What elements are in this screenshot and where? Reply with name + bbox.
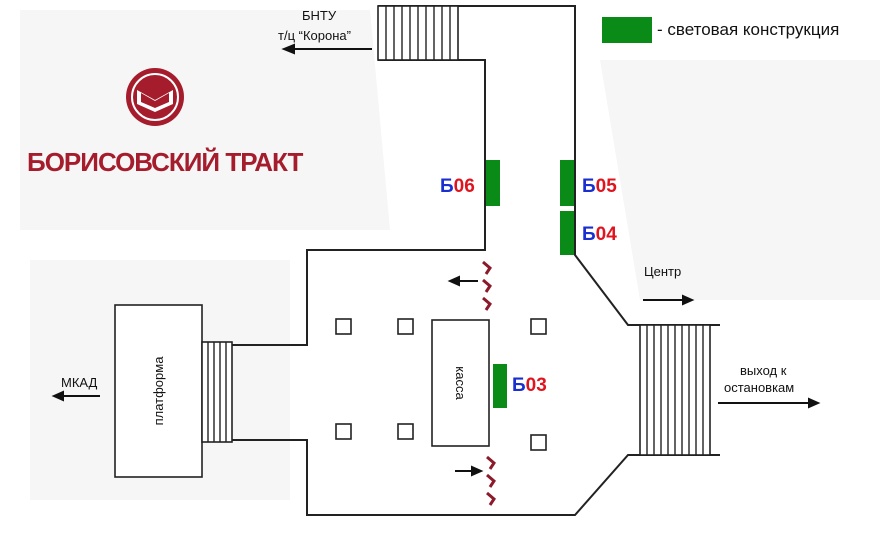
code-b05-number: 05	[596, 176, 618, 197]
code-b03-prefix: Б	[512, 375, 526, 396]
code-b04: Б04	[582, 224, 617, 245]
column	[397, 318, 414, 335]
column	[335, 318, 352, 335]
column	[530, 434, 547, 451]
columns	[335, 318, 547, 451]
code-b03: Б03	[512, 375, 547, 396]
turnstiles-bottom	[486, 455, 496, 506]
mkad-label: МКАД	[61, 375, 98, 390]
light-structure-b06	[486, 160, 500, 206]
code-b03-number: 03	[526, 375, 547, 396]
left-stairs	[201, 341, 233, 443]
kassa-label: касса	[453, 366, 468, 400]
legend-text: - световая конструкция	[657, 20, 839, 39]
bntu-label: БНТУ	[302, 8, 337, 23]
book-in-circle-logo	[126, 68, 184, 126]
kassa-booth	[431, 319, 490, 447]
arrows	[51, 43, 821, 477]
code-b06-number: 06	[454, 176, 475, 197]
light-structure-b03	[493, 364, 507, 408]
code-b06-prefix: Б	[440, 176, 454, 197]
code-b04-number: 04	[596, 224, 618, 245]
exit-label-line2: остановкам	[724, 380, 794, 395]
top-stairs	[377, 5, 459, 61]
column	[335, 423, 352, 440]
code-b04-prefix: Б	[582, 224, 596, 245]
platform-label: платформа	[151, 356, 166, 426]
code-b05-prefix: Б	[582, 176, 596, 197]
right-stairs	[639, 324, 711, 456]
centr-label: Центр	[644, 264, 681, 279]
korona-label: т/ц “Корона”	[278, 28, 351, 43]
light-structure-b04	[560, 211, 574, 255]
code-b06: Б06	[440, 176, 475, 197]
column	[530, 318, 547, 335]
exit-label-line1: выход к	[740, 363, 787, 378]
code-b05: Б05	[582, 176, 617, 197]
light-structure-b05	[560, 160, 574, 206]
platform	[114, 304, 203, 478]
column	[397, 423, 414, 440]
brand-name: БОРИСОВСКИЙ ТРАКТ	[27, 147, 304, 177]
legend-swatch	[602, 17, 652, 43]
turnstiles-top	[482, 260, 492, 311]
background-shapes	[20, 10, 880, 500]
